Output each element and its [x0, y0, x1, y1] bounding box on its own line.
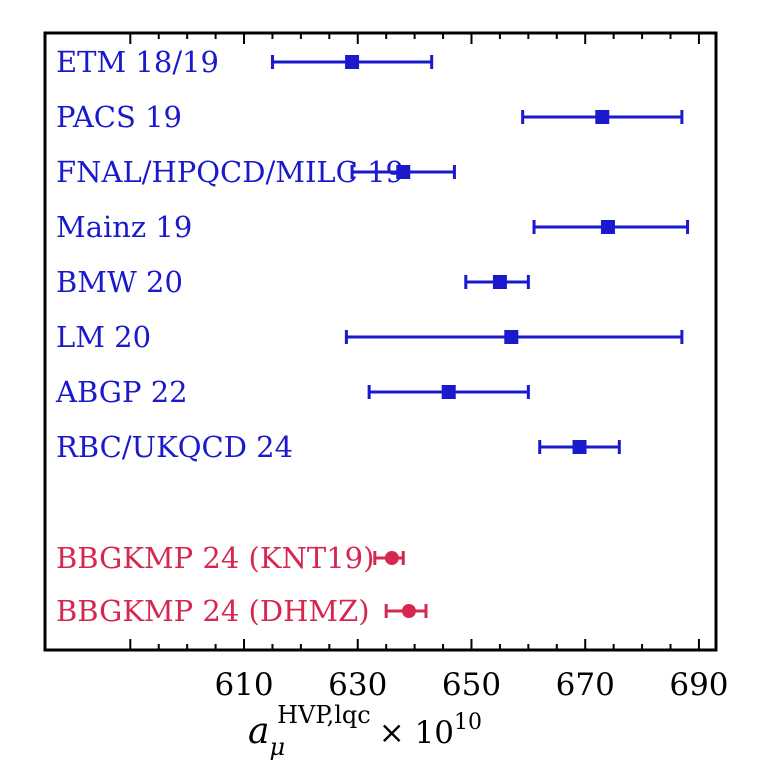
x-tick-label: 670	[556, 667, 615, 703]
row-bbgkmp-24-knt19-: BBGKMP 24 (KNT19)	[56, 541, 405, 575]
data-point	[396, 165, 411, 179]
row-bbgkmp-24-dhmz-: BBGKMP 24 (DHMZ)	[56, 594, 428, 628]
row-lm-20: LM 20	[56, 320, 684, 354]
row-label: ETM 18/19	[56, 45, 219, 79]
x-axis-ticks	[129, 33, 700, 650]
row-label: FNAL/HPQCD/MILC 19	[56, 155, 404, 189]
data-point	[401, 604, 416, 618]
x-axis-label: aμ HVP,lqc × 1010	[248, 701, 482, 761]
row-pacs-19: PACS 19	[56, 100, 684, 134]
data-point	[572, 440, 587, 454]
row-etm-18-19: ETM 18/19	[56, 45, 434, 79]
x-tick-label: 650	[442, 667, 501, 703]
x-axis-tick-labels: 610 630 650 670 690	[214, 667, 728, 703]
row-label: BBGKMP 24 (DHMZ)	[56, 594, 370, 628]
row-bmw-20: BMW 20	[56, 265, 530, 299]
row-mainz-19: Mainz 19	[56, 210, 690, 244]
row-label: PACS 19	[56, 100, 182, 134]
row-label: ABGP 22	[55, 375, 188, 409]
x-tick-label: 630	[328, 667, 387, 703]
data-point	[384, 551, 399, 565]
x-tick-label: 610	[214, 667, 273, 703]
data-point	[504, 330, 519, 344]
row-rbc-ukqcd-24: RBC/UKQCD 24	[56, 430, 621, 464]
plot-frame	[43, 31, 718, 652]
row-label: BMW 20	[56, 265, 183, 299]
data-point	[595, 110, 610, 124]
data-point	[600, 220, 615, 234]
x-axis-label-sub: μ	[269, 733, 285, 761]
x-axis-label-exp: 10	[454, 710, 482, 735]
x-axis-label-sup: HVP,lqc	[277, 701, 371, 729]
row-abgp-22: ABGP 22	[55, 375, 530, 409]
row-label: LM 20	[56, 320, 151, 354]
x-axis-label-suffix: × 10	[379, 715, 454, 751]
data-point	[345, 55, 360, 69]
x-axis-label-base: a	[248, 711, 269, 752]
row-label: Mainz 19	[56, 210, 192, 244]
data-point	[492, 275, 507, 289]
x-tick-label: 690	[669, 667, 728, 703]
row-label: RBC/UKQCD 24	[56, 430, 293, 464]
row-fnal-hpqcd-milc-19: FNAL/HPQCD/MILC 19	[56, 155, 456, 189]
data-point	[441, 385, 456, 399]
row-label: BBGKMP 24 (KNT19)	[56, 541, 374, 575]
